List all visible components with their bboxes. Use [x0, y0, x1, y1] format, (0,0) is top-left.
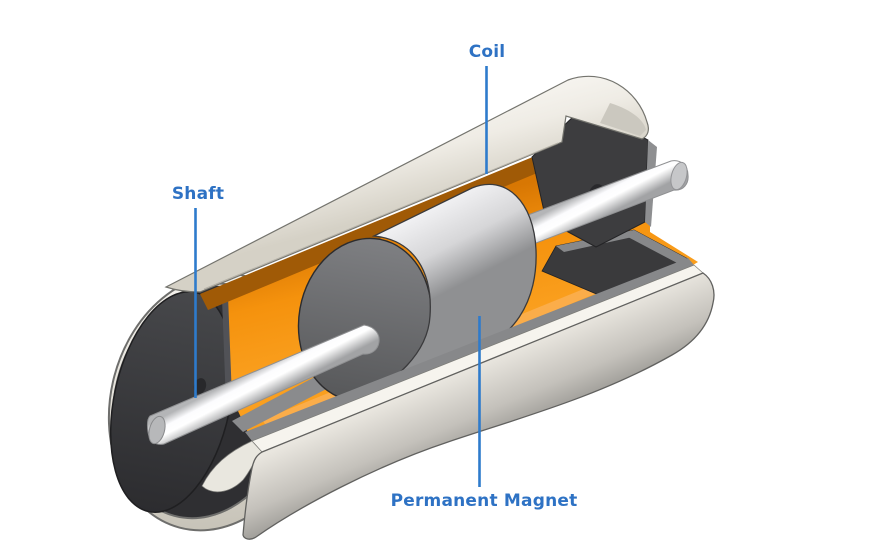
coil-shadow-band [200, 140, 578, 310]
end-plate-right-cut-edge [626, 230, 688, 264]
shaft-front-segment [146, 324, 380, 445]
end-plate-left-ledge [232, 373, 338, 432]
shell-top-strip-end-face [600, 103, 646, 136]
label-permanent-magnet: Permanent Magnet [390, 491, 578, 511]
shell-top-strip-edge-line [203, 142, 559, 290]
end-plate-hole [193, 378, 207, 394]
shaft-end-cap-right [670, 161, 688, 191]
liner-cut-edge [245, 258, 694, 441]
shaft-end-cap-left [148, 415, 166, 445]
shell-top-strip [164, 75, 649, 293]
label-shaft: Shaft [171, 184, 225, 204]
label-coil: Coil [468, 42, 506, 62]
